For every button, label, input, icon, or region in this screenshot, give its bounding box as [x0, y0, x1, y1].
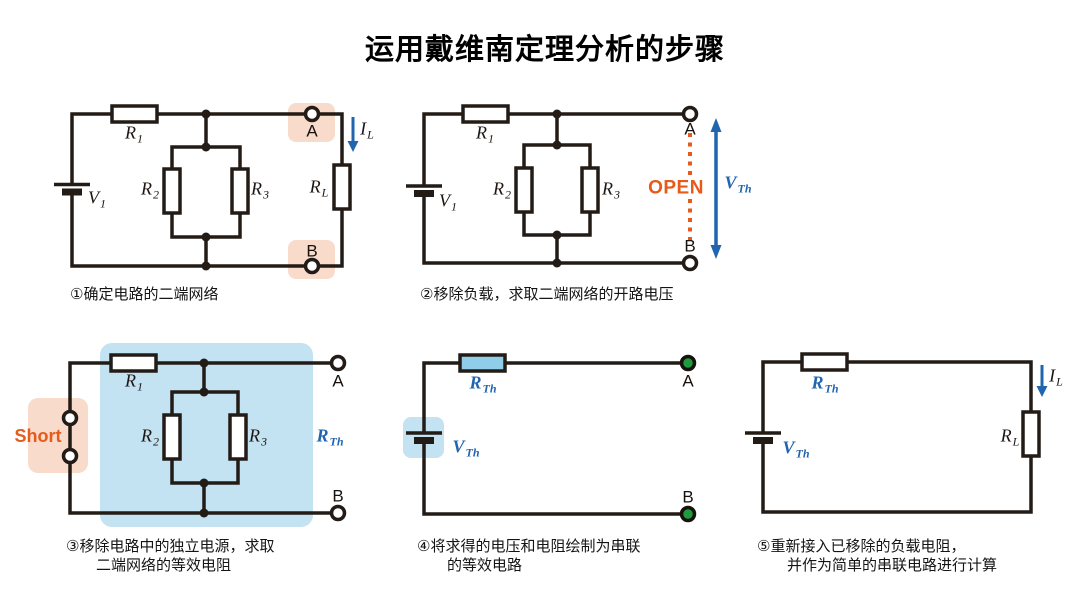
step4-caption: ④将求得的电压和电阻绘制为串联 的等效电路	[417, 538, 641, 574]
terminal-b	[679, 505, 697, 523]
junction-dot	[201, 109, 211, 119]
junction-dot	[199, 508, 209, 518]
resistor-rth	[800, 352, 849, 372]
resistor-rl	[1021, 410, 1041, 458]
terminal-a	[329, 354, 347, 372]
resistor-r3	[580, 166, 600, 214]
step3-circuit	[28, 343, 347, 527]
label-rl: RL	[1000, 425, 1020, 449]
resistor-r1	[109, 353, 158, 373]
junction-dot	[552, 140, 562, 150]
junction-dot	[201, 232, 211, 242]
terminal-a	[681, 105, 699, 123]
label-v1: V1	[88, 187, 106, 211]
label-r1: R1	[476, 122, 494, 146]
terminal-a	[303, 105, 321, 123]
junction-dot	[199, 478, 209, 488]
label-rth: RTh	[811, 372, 839, 396]
label-r1: R1	[125, 370, 143, 394]
junction-dot	[199, 387, 209, 397]
terminal-b-label: B	[306, 241, 318, 261]
terminal-b-label: B	[684, 236, 696, 256]
label-r3: R3	[251, 178, 269, 202]
step3-caption: ③移除电路中的独立电源，求取 二端网络的等效电阻	[66, 538, 275, 574]
terminal-a	[679, 354, 697, 372]
terminal-a-label: A	[682, 371, 694, 391]
terminal-b-label: B	[682, 487, 694, 507]
junction-dot	[552, 258, 562, 268]
terminal-a-label: A	[684, 119, 696, 139]
junction-dot	[201, 261, 211, 271]
vth-double-arrow	[710, 118, 722, 259]
junction-dot	[552, 230, 562, 240]
shorted-source-terminal-top	[61, 409, 79, 427]
step1-caption: ①确定电路的二端网络	[70, 286, 219, 303]
shorted-source-terminal-bottom	[61, 447, 79, 465]
circuit-wires	[422, 361, 683, 516]
circuit-wires	[761, 360, 1033, 514]
label-r2: R2	[141, 425, 159, 449]
step5-caption: ⑤重新接入已移除的负载电阻， 并作为简单的串联电路进行计算	[757, 538, 998, 574]
label-vth: VTh	[452, 436, 480, 460]
step4-circuit	[403, 353, 697, 523]
page-title: 运用戴维南定理分析的步骤	[364, 34, 725, 66]
terminal-b-label: B	[332, 486, 344, 506]
terminal-b	[329, 504, 347, 522]
label-r2: R2	[141, 178, 159, 202]
label-r2: R2	[493, 178, 511, 202]
resistor-r1	[461, 104, 510, 124]
step2-circuit	[406, 104, 722, 272]
label-r3: R3	[249, 425, 267, 449]
network-highlight	[100, 343, 313, 527]
terminal-b	[681, 254, 699, 272]
junction-dot	[199, 358, 209, 368]
label-rl: RL	[309, 176, 329, 200]
resistor-r3	[230, 167, 250, 215]
label-v1: V1	[439, 190, 457, 214]
label-vth: VTh	[782, 437, 810, 461]
terminal-b	[303, 257, 321, 275]
label-il: IL	[360, 118, 374, 142]
current-il-arrow	[347, 117, 359, 152]
open-label: OPEN	[648, 177, 704, 199]
resistor-rl	[332, 163, 352, 211]
step2-caption: ②移除负载，求取二端网络的开路电压	[420, 286, 674, 303]
junction-dot	[201, 142, 211, 152]
resistor-r2	[162, 413, 182, 461]
step5-circuit	[745, 352, 1048, 514]
terminal-a-label: A	[306, 121, 318, 141]
short-label: Short	[14, 426, 62, 446]
step1-circuit	[54, 103, 359, 279]
label-vth: VTh	[724, 172, 752, 196]
terminal-a-label: A	[332, 371, 344, 391]
label-r1: R1	[125, 122, 143, 146]
resistor-rth	[458, 353, 507, 373]
label-rth: RTh	[469, 372, 497, 396]
label-il: IL	[1049, 365, 1063, 389]
resistor-r3	[228, 413, 248, 461]
label-r3: R3	[602, 178, 620, 202]
resistor-r2	[162, 167, 182, 215]
circuit-wires	[422, 112, 685, 265]
junction-dot	[552, 109, 562, 119]
resistor-r1	[110, 104, 159, 124]
resistor-r2	[514, 166, 534, 214]
label-rth: RTh	[316, 425, 344, 449]
current-il-arrow	[1036, 365, 1048, 397]
